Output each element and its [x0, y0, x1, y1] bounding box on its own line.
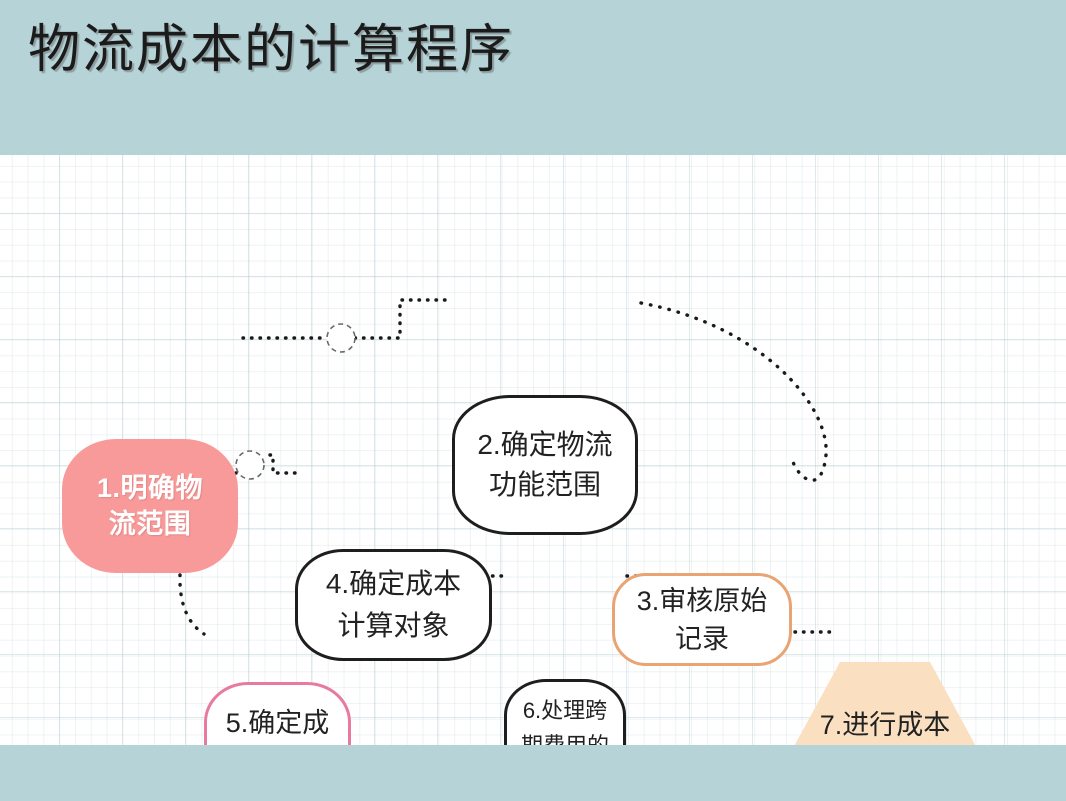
edge-1-2-segment-b	[353, 298, 454, 340]
flow-node-4[interactable]: 4.确定成本 计算对象	[295, 549, 492, 661]
flow-node-2[interactable]: 2.确定物流 功能范围	[452, 395, 638, 535]
flow-node-5-label: 5.确定成 本项目	[225, 707, 330, 738]
edge-2-3-curve	[639, 301, 828, 482]
flow-node-1-label: 1.明确物 流范围	[96, 473, 204, 539]
edge-4-5-midpoint-circle	[235, 450, 265, 480]
flow-node-3-label: 3.审核原始 记录	[636, 585, 768, 654]
flow-node-2-label: 2.确定物流 功能范围	[477, 429, 613, 500]
slide-footer: 12	[0, 745, 1066, 801]
edge-4-5-segment-a	[262, 453, 297, 475]
page-title: 物流成本的计算程序	[28, 22, 515, 79]
edge-1-2-midpoint-circle	[326, 323, 356, 353]
flow-node-6[interactable]: 6.处理跨 期费用的 摊提工作	[504, 679, 626, 745]
flow-node-7[interactable]: 7.进行成本 归集和分配	[795, 662, 975, 745]
flow-node-4-label: 4.确定成本 计算对象	[325, 568, 462, 641]
flow-node-6-label: 6.处理跨 期费用的 摊提工作	[520, 697, 609, 746]
slide-header: 物流成本的计算程序	[0, 0, 1066, 155]
flow-node-1[interactable]: 1.明确物 流范围	[62, 439, 238, 573]
flow-node-5[interactable]: 5.确定成 本项目	[204, 682, 351, 745]
diagram-canvas: 1.明确物 流范围 2.确定物流 功能范围 3.审核原始 记录 4.确定成本 计…	[0, 155, 1066, 745]
flow-node-3[interactable]: 3.审核原始 记录	[612, 573, 792, 666]
flow-node-7-label: 7.进行成本 归集和分配	[819, 709, 951, 740]
